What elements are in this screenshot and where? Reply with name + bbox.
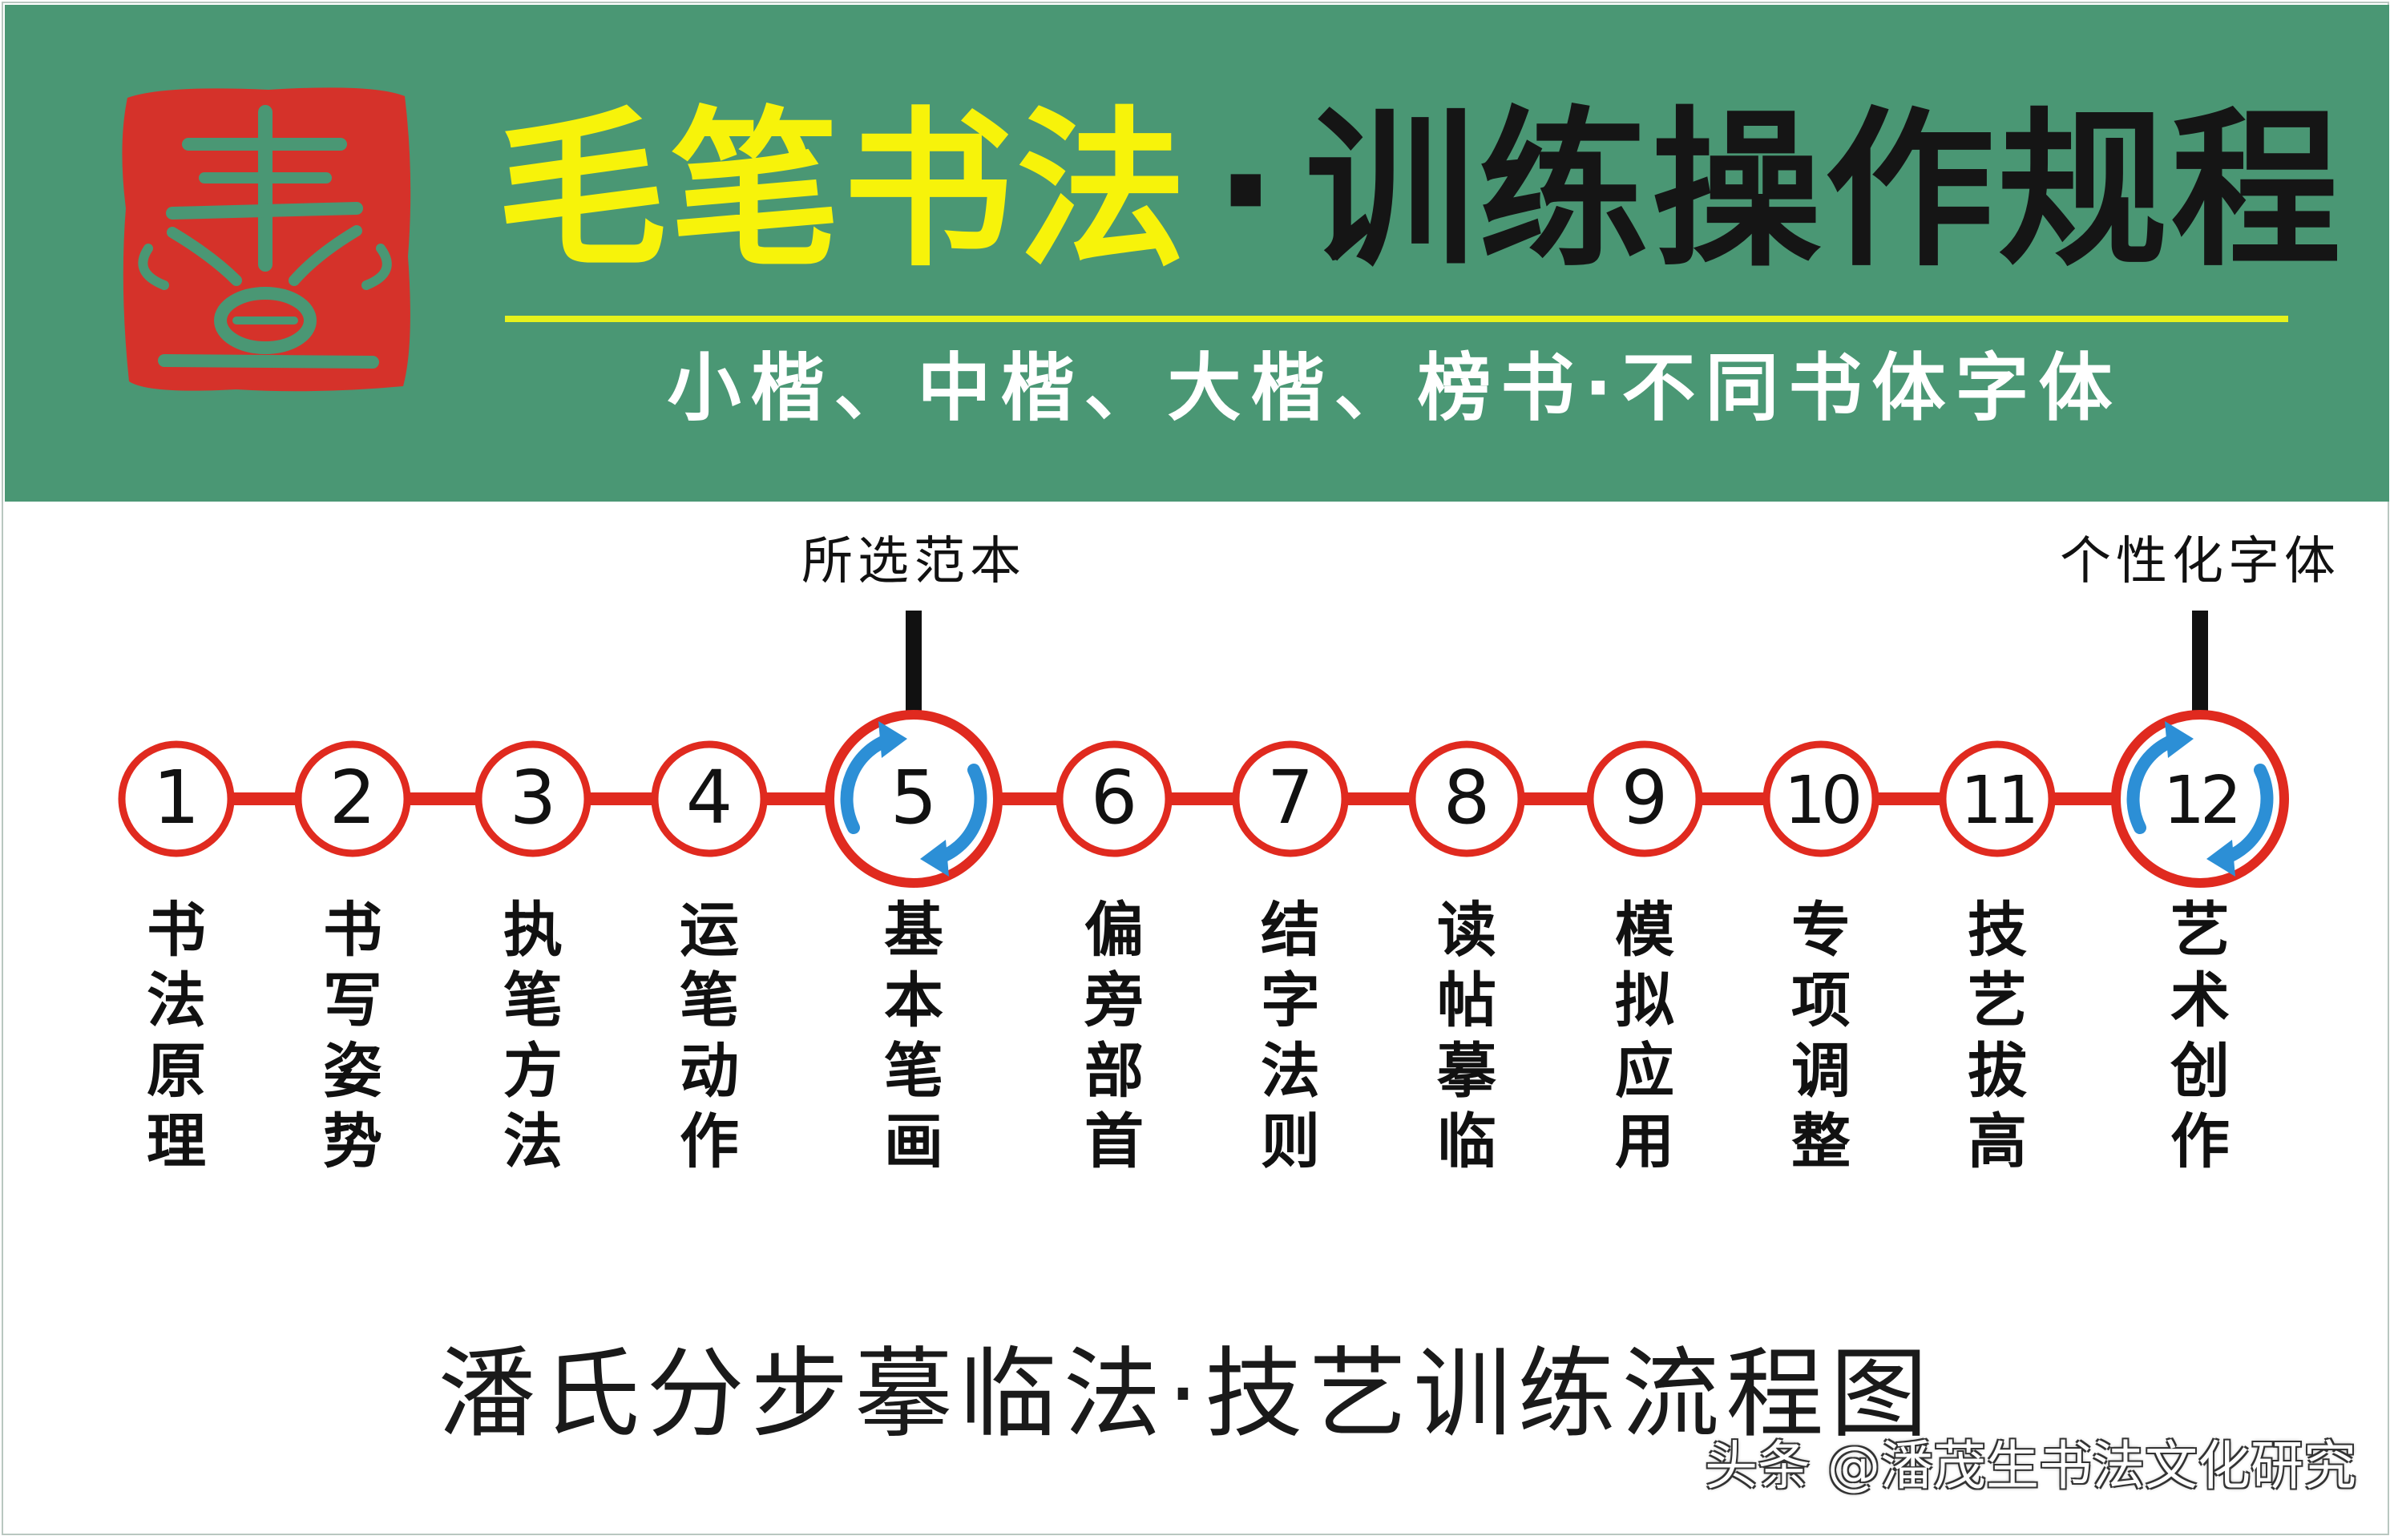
step-7: 7 结字法则 xyxy=(1232,740,1349,1176)
step-10: 10 专项调整 xyxy=(1762,740,1879,1176)
step-label: 模拟应用 xyxy=(1615,896,1674,1176)
training-flow-diagram: 1 书法原理 2 书写姿势 3 执笔方法 4 运笔动作 所选范本 5 基本笔画 6 偏旁部首 7 结字法则 8… xyxy=(118,532,2340,1176)
step-number: 3 xyxy=(510,755,557,841)
step-label: 读帖摹临 xyxy=(1436,896,1496,1176)
flowchart-caption: 潘氏分步摹临法·技艺训练流程图 xyxy=(438,1337,1935,1451)
step-number: 6 xyxy=(1091,755,1138,841)
step-3: 3 执笔方法 xyxy=(474,740,591,1176)
step-number: 4 xyxy=(686,755,733,841)
step-number: 9 xyxy=(1621,755,1669,841)
main-title-part2: 训练操作规程 xyxy=(1305,91,2344,289)
callout-label: 个性化字体 xyxy=(2060,532,2340,591)
title-divider xyxy=(505,316,2288,322)
step-circle xyxy=(1056,740,1173,857)
step-number: 2 xyxy=(329,755,377,841)
step-number: 7 xyxy=(1267,755,1314,841)
cycle-arrow-icon xyxy=(930,764,987,865)
arrow-head-icon xyxy=(878,721,907,758)
step-number: 12 xyxy=(2163,763,2237,839)
step-number: 1 xyxy=(153,755,200,841)
step-5: 所选范本 5 基本笔画 xyxy=(801,532,1026,1176)
step-12: 个性化字体 12 艺术创作 xyxy=(2060,532,2340,1176)
step-circle xyxy=(1586,740,1703,857)
step-circle xyxy=(1232,740,1349,857)
step-2: 2 书写姿势 xyxy=(294,740,411,1176)
step-label: 执笔方法 xyxy=(503,896,563,1176)
step-number: 5 xyxy=(890,755,938,841)
step-6: 6 偏旁部首 xyxy=(1056,740,1173,1176)
step-4: 4 运笔动作 xyxy=(651,740,768,1176)
step-circle xyxy=(1762,740,1879,857)
step-label: 专项调整 xyxy=(1791,896,1851,1176)
arrow-head-icon xyxy=(2165,721,2194,758)
step-number: 11 xyxy=(1960,763,2034,839)
cycle-arrow-icon xyxy=(2216,764,2274,865)
step-8: 8 读帖摹临 xyxy=(1408,740,1525,1176)
step-number: 10 xyxy=(1784,763,1859,839)
callout-label: 所选范本 xyxy=(801,532,1026,591)
step-number: 8 xyxy=(1443,755,1491,841)
step-label: 结字法则 xyxy=(1261,896,1320,1176)
subtitle: 小楷、中楷、大楷、榜书·不同书体字体 xyxy=(667,345,2122,431)
step-11: 11 技艺拔高 xyxy=(1939,740,2056,1176)
step-circle xyxy=(294,740,411,857)
main-title: 毛笔书法·训练操作规程 xyxy=(497,87,2341,295)
cycle-arrow-icon xyxy=(840,732,898,834)
calligraphy-seal-logo xyxy=(122,87,411,392)
step-circle xyxy=(1939,740,2056,857)
step-circle xyxy=(118,740,235,857)
cycle-arrow-icon xyxy=(2126,732,2184,834)
step-circle xyxy=(651,740,768,857)
step-label: 基本笔画 xyxy=(884,896,943,1176)
step-label: 运笔动作 xyxy=(680,896,739,1176)
step-1: 1 书法原理 xyxy=(118,740,235,1176)
step-label: 书写姿势 xyxy=(323,896,382,1176)
main-title-dot: · xyxy=(1213,91,1282,289)
step-circle xyxy=(1408,740,1525,857)
callout-pointer xyxy=(906,611,922,715)
step-label: 技艺拔高 xyxy=(1968,896,2027,1176)
step-label: 艺术创作 xyxy=(2170,896,2230,1176)
step-9: 9 模拟应用 xyxy=(1586,740,1703,1176)
callout-pointer xyxy=(2192,611,2208,715)
main-title-part1: 毛笔书法 xyxy=(497,91,1189,289)
arrow-head-icon xyxy=(920,840,949,877)
source-watermark: 头条 @潘茂生书法文化研究 xyxy=(1705,1435,2356,1497)
timeline-steps: 1 书法原理 2 书写姿势 3 执笔方法 4 运笔动作 所选范本 5 基本笔画 6 偏旁部首 7 结字法则 8… xyxy=(118,532,2340,1176)
arrow-head-icon xyxy=(2206,840,2235,877)
step-label: 书法原理 xyxy=(147,896,206,1176)
step-circle xyxy=(474,740,591,857)
step-label: 偏旁部首 xyxy=(1084,896,1144,1176)
